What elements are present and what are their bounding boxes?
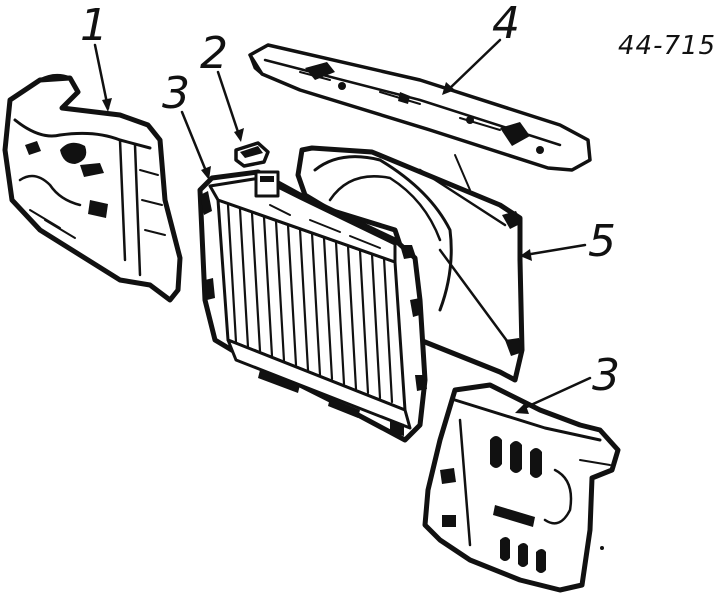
callout-5: 5 [520, 216, 616, 267]
callout-number: 3 [162, 68, 190, 119]
upper-support-bar-part [248, 43, 592, 172]
radiator-part [197, 169, 428, 443]
callout-number: 3 [592, 350, 620, 401]
callout-number: 2 [200, 28, 228, 79]
side-panel-left-part [2, 73, 183, 303]
side-panel-right-part [422, 382, 621, 593]
callout-3-left: 1 [80, 0, 112, 112]
callout-number: 5 [588, 216, 616, 267]
drawing-code-label: 44-715 [618, 31, 716, 61]
callout-3-right: 3 [515, 350, 620, 414]
callout-2: 2 [200, 28, 244, 142]
callout-number: 1 [80, 0, 108, 51]
callout-1: 3 [162, 68, 211, 180]
callout-number: 4 [492, 0, 520, 49]
radiator-cap-part [234, 141, 270, 168]
callout-4: 4 [442, 0, 520, 95]
